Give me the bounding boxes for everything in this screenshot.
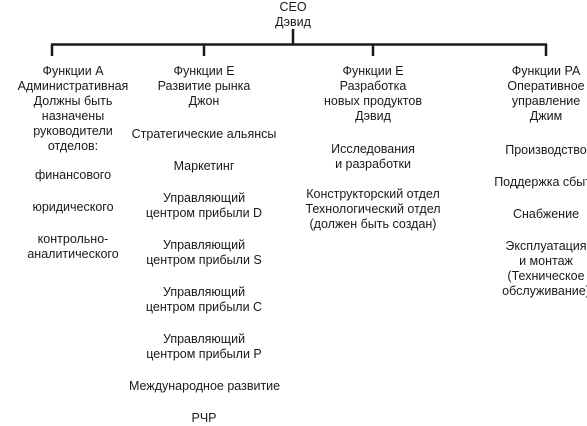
branch-item-line: Международное развитие <box>129 379 281 393</box>
branch-item-line: контрольно- <box>37 232 109 246</box>
branch-header-line: Джим <box>529 109 563 123</box>
branch-item: Снабжение <box>471 207 587 222</box>
branch-header-line: Функции Е <box>342 64 404 78</box>
branch-item-line: аналитического <box>27 247 119 261</box>
branch-item-line: обслуживание) <box>502 284 587 298</box>
branch-item-line: Стратегические альянсы <box>131 127 277 141</box>
branch-item-line: Технологический отдел <box>305 202 441 216</box>
branch-item-line: Маркетинг <box>173 159 235 173</box>
branch-item: юридического <box>0 200 148 215</box>
branch-header-line: Функции Е <box>173 64 235 78</box>
branch-item: Маркетинг <box>129 159 279 174</box>
branch-header-line: Развитие рынка <box>157 79 251 93</box>
branch-item-line: Управляющий <box>162 332 246 346</box>
branch-item-line: Управляющий <box>162 285 246 299</box>
branch-item-line: Снабжение <box>512 207 580 221</box>
branch-item-line: центром прибыли Р <box>146 347 262 361</box>
branch-item: финансового <box>0 168 148 183</box>
branch-item-line: (Техническое <box>507 269 585 283</box>
branch-item-line: Конструкторский отдел <box>306 187 440 201</box>
branch-header-line: Дэвид <box>355 109 391 123</box>
branch-item-line: (должен быть создан) <box>309 217 437 231</box>
branch-item-line: Поддержка сбыта <box>494 175 587 189</box>
branch-item-line: центром прибыли С <box>145 300 263 314</box>
branch-header-line: Должны быть <box>33 94 113 108</box>
branch-header-line: Разработка <box>339 79 407 93</box>
branch-item-line: юридического <box>32 200 114 214</box>
branch-header-line: управление <box>511 94 581 108</box>
root-name: Дэвид <box>275 15 311 29</box>
branch-header-line: Джон <box>188 94 220 108</box>
branch-header-line: отделов: <box>47 139 99 153</box>
branch-item: РЧР <box>129 411 279 426</box>
branch-item-line: центром прибыли D <box>145 206 263 220</box>
branch-item: Международное развитие <box>129 379 281 394</box>
branch-header-line: Функции РА <box>511 64 581 78</box>
root-title: CEO <box>279 0 307 14</box>
branch-header-line: назначены <box>41 109 105 123</box>
branch-header-line: Административная <box>17 79 129 93</box>
branch-item: Производство <box>471 143 587 158</box>
branch-item-line: Управляющий <box>162 191 246 205</box>
branch-header-line: Оперативное <box>507 79 585 93</box>
branch-item-line: и монтаж <box>519 254 573 268</box>
branch-item-line: Исследования <box>331 142 415 156</box>
branch-item-line: Эксплуатация <box>505 239 587 253</box>
branch-header-line: руководители <box>33 124 113 138</box>
root-node: CEO Дэвид <box>193 0 393 30</box>
branch-item: Стратегические альянсы <box>129 127 279 142</box>
branch-item-line: финансового <box>34 168 112 182</box>
branch-header-line: Функции А <box>42 64 104 78</box>
branch-header-line: новых продуктов <box>324 94 422 108</box>
branch-item: Поддержка сбыта <box>471 175 587 190</box>
branch-item-line: Управляющий <box>162 238 246 252</box>
branch-item-line: Производство <box>505 143 587 157</box>
branch-item-line: центром прибыли S <box>146 253 262 267</box>
branch-item-line: РЧР <box>191 411 217 425</box>
branch-item: контрольно-аналитического <box>0 232 148 262</box>
branch-item-line: и разработки <box>335 157 411 171</box>
